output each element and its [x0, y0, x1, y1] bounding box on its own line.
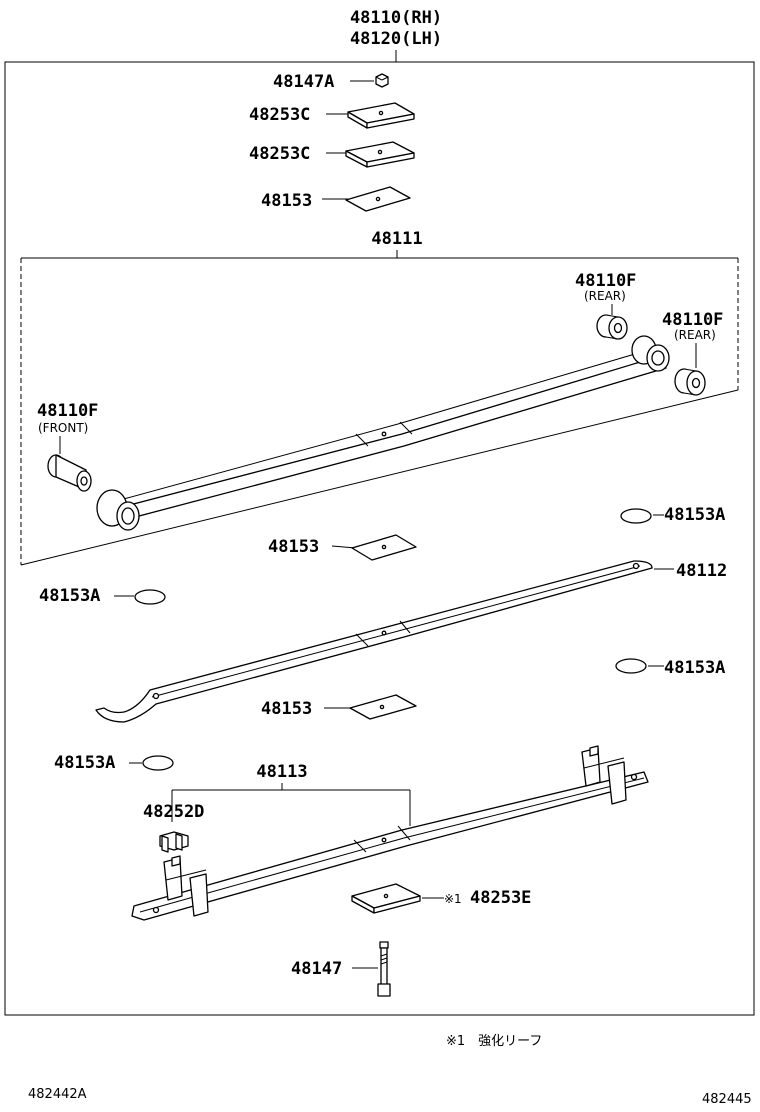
label-48153A-left-1: 48153A [39, 586, 100, 606]
shim-48153-low [349, 694, 417, 720]
label-rear-1: (REAR) [584, 289, 626, 303]
leaf-48112 [95, 560, 653, 723]
shim-48153-top [345, 186, 411, 212]
plate-48253E [351, 883, 421, 914]
label-48110F-rear-1: 48110F [575, 271, 636, 291]
label-48253C-2: 48253C [249, 144, 310, 164]
assembly-frame [4, 61, 755, 1016]
label-48111: 48111 [371, 229, 422, 249]
plate-48253C-2 [345, 141, 415, 168]
label-48110F-front: 48110F [37, 401, 98, 421]
leader-48113 [171, 783, 411, 826]
label-front: (FRONT) [38, 421, 88, 435]
label-48147A: 48147A [273, 72, 334, 92]
label-48153A-right-1: 48153A [664, 505, 725, 525]
label-48153A-right-2: 48153A [664, 658, 725, 678]
label-48253E-mark: ※1 [444, 892, 462, 906]
label-48110F-rear-2: 48110F [662, 310, 723, 330]
footnote-reinforced-leaf: ※1 強化リーフ [446, 1034, 542, 1049]
bushing-48110F-front [47, 454, 92, 492]
plate-48253C-1 [347, 102, 415, 129]
label-48252D: 48252D [143, 802, 204, 822]
pad-48153A-right-1 [620, 508, 652, 524]
pad-48153A-right-2 [615, 658, 647, 674]
title-rh: 48110(RH) [350, 8, 442, 28]
label-48113: 48113 [256, 762, 307, 782]
diagram-code-right: 482445 [702, 1092, 752, 1107]
label-48112: 48112 [676, 561, 727, 581]
bushing-48110F-rear-2 [674, 368, 706, 396]
leaf-48113 [131, 745, 649, 921]
shim-48153-mid [351, 534, 417, 561]
clip-48252D [159, 831, 189, 853]
label-48153A-left-2: 48153A [54, 753, 115, 773]
nut-48147A [375, 73, 389, 88]
label-rear-2: (REAR) [674, 328, 716, 342]
pad-48153A-left-1 [134, 589, 166, 605]
label-48153-mid: 48153 [268, 537, 319, 557]
subassembly-48111-frame [20, 257, 739, 566]
bolt-48147 [377, 941, 391, 997]
diagram-code-left: 482442A [28, 1087, 87, 1102]
label-48253E: 48253E [470, 888, 531, 908]
label-48147: 48147 [291, 959, 342, 979]
label-48153-top: 48153 [261, 191, 312, 211]
title-lh: 48120(LH) [350, 29, 442, 49]
label-48253C-1: 48253C [249, 105, 310, 125]
bushing-48110F-rear-1 [596, 314, 628, 340]
pad-48153A-left-2 [142, 755, 174, 771]
main-leaf-48111 [96, 335, 670, 531]
label-48153-low: 48153 [261, 699, 312, 719]
